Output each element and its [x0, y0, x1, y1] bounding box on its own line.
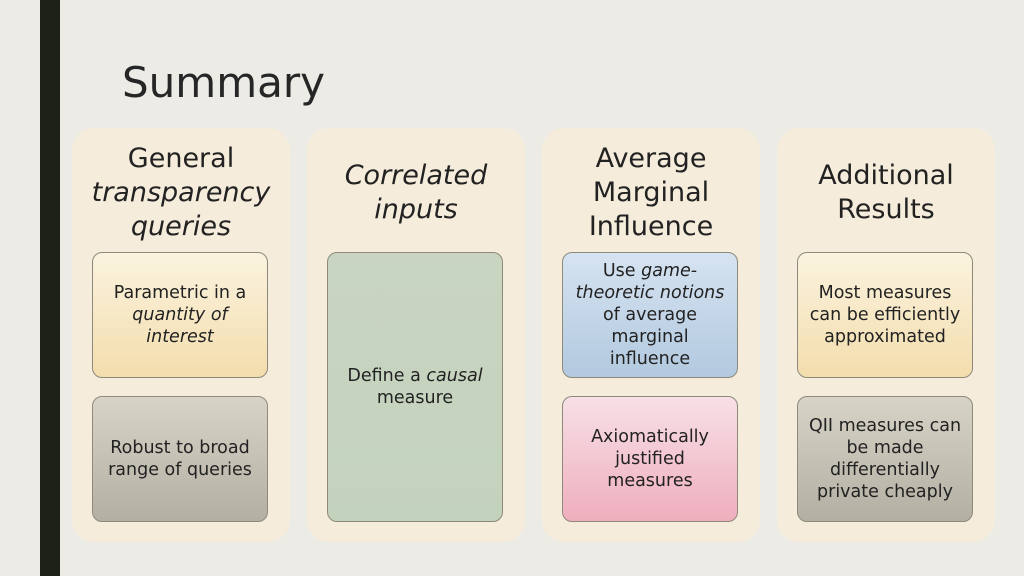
summary-box: Use game-theoretic notions of average ma…	[562, 252, 738, 378]
column-header: Correlated inputs	[307, 138, 525, 248]
column-general-transparency-queries: General transparency queries Parametric …	[72, 128, 290, 542]
summary-box: Most measures can be efficiently approxi…	[797, 252, 973, 378]
header-line: Marginal	[592, 177, 710, 208]
header-line: Influence	[588, 211, 714, 242]
header-line: Additional	[818, 160, 954, 191]
box-text: Axiomatically justified measures	[591, 427, 709, 491]
box-text: Define a	[347, 366, 421, 386]
header-line: Correlated	[344, 160, 488, 191]
header-line: Results	[837, 194, 935, 225]
header-line: queries	[130, 211, 232, 242]
box-text: Use	[602, 261, 636, 281]
header-line: inputs	[374, 194, 458, 225]
summary-box: Axiomatically justified measures	[562, 396, 738, 522]
header-line: Average	[595, 143, 707, 174]
summary-box: Define a causal measure	[327, 252, 503, 522]
accent-bar	[40, 0, 60, 576]
column-average-marginal-influence: Average Marginal Influence Use game-theo…	[542, 128, 760, 542]
box-emphasis: causal	[426, 366, 483, 386]
box-text: Robust to broad range of queries	[108, 438, 252, 480]
summary-box: Robust to broad range of queries	[92, 396, 268, 522]
header-line: General	[127, 143, 235, 174]
column-header: Average Marginal Influence	[542, 138, 760, 248]
column-correlated-inputs: Correlated inputs Define a causal measur…	[307, 128, 525, 542]
box-text: Parametric in a	[113, 283, 247, 303]
summary-box: Parametric in a quantity of interest	[92, 252, 268, 378]
box-text: of average marginal influence	[602, 305, 698, 369]
box-text: QII measures can be made differentially …	[808, 416, 962, 502]
summary-box: QII measures can be made differentially …	[797, 396, 973, 522]
column-additional-results: Additional Results Most measures can be …	[777, 128, 995, 542]
box-emphasis: game-theoretic notions	[575, 261, 725, 303]
column-header: General transparency queries	[72, 138, 290, 248]
box-text: Most measures can be efficiently approxi…	[809, 283, 961, 347]
box-emphasis: quantity of interest	[132, 305, 228, 347]
box-text: measure	[376, 388, 454, 408]
header-line: transparency	[91, 177, 271, 208]
slide-title: Summary	[122, 58, 325, 107]
column-header: Additional Results	[777, 138, 995, 248]
